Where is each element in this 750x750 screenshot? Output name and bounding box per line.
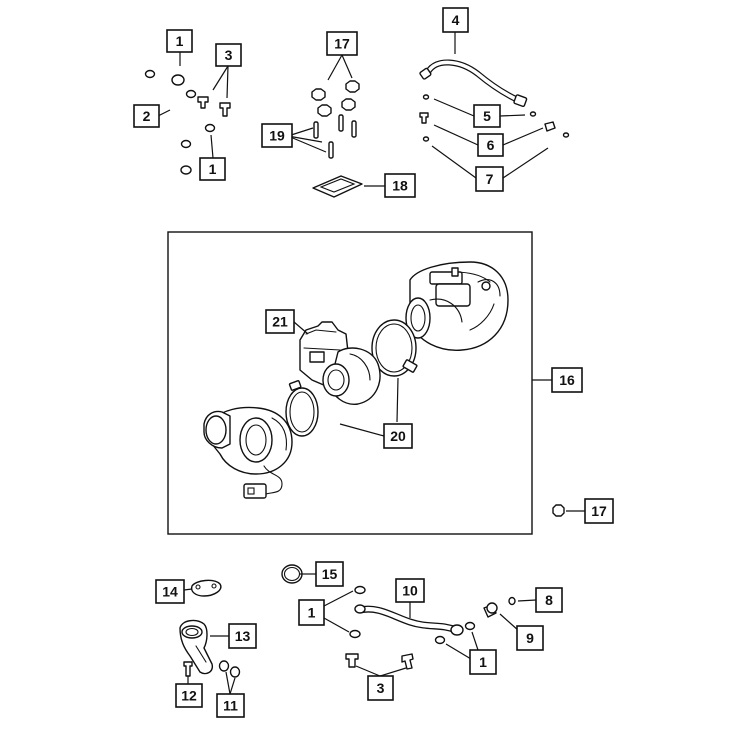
callout-13: 13 bbox=[228, 623, 257, 649]
oil-drain-group bbox=[179, 579, 241, 678]
svg-text:13: 13 bbox=[235, 628, 251, 644]
callout-5: 5 bbox=[473, 104, 501, 128]
callout-12: 12 bbox=[175, 683, 203, 708]
svg-text:1: 1 bbox=[479, 654, 487, 670]
callout-2: 2 bbox=[133, 104, 160, 128]
callout-17-top: 17 bbox=[326, 31, 358, 56]
svg-text:17: 17 bbox=[334, 36, 350, 52]
svg-text:4: 4 bbox=[452, 12, 460, 28]
leader-lines-top-left bbox=[157, 52, 229, 159]
callout-7: 7 bbox=[475, 166, 504, 192]
callout-19: 19 bbox=[261, 123, 293, 148]
callout-3-top: 3 bbox=[215, 43, 242, 67]
leader-lines-top-right bbox=[431, 32, 549, 179]
leader-lines-top-center bbox=[287, 54, 385, 187]
svg-text:17: 17 bbox=[591, 503, 607, 519]
callout-15: 15 bbox=[315, 561, 344, 587]
callout-20: 20 bbox=[383, 423, 413, 449]
callout-4: 4 bbox=[442, 7, 469, 33]
svg-text:19: 19 bbox=[269, 128, 285, 144]
svg-text:12: 12 bbox=[181, 688, 197, 704]
callout-1-top: 1 bbox=[166, 29, 193, 53]
svg-text:1: 1 bbox=[209, 161, 217, 177]
callout-1-bottom-right: 1 bbox=[469, 649, 497, 675]
callout-9: 9 bbox=[516, 625, 544, 651]
svg-text:1: 1 bbox=[308, 605, 316, 621]
leader-lines-center bbox=[293, 321, 585, 512]
svg-text:20: 20 bbox=[390, 428, 406, 444]
callout-21: 21 bbox=[265, 309, 295, 334]
svg-text:9: 9 bbox=[526, 630, 534, 646]
svg-text:5: 5 bbox=[483, 108, 491, 124]
svg-text:10: 10 bbox=[402, 583, 418, 599]
svg-text:1: 1 bbox=[176, 33, 184, 49]
callout-6: 6 bbox=[477, 133, 504, 157]
svg-text:21: 21 bbox=[272, 314, 288, 330]
callout-16: 16 bbox=[551, 367, 583, 393]
nut-17-right bbox=[552, 504, 565, 517]
oil-feed-tube-group bbox=[144, 69, 231, 175]
callout-1-left-lower: 1 bbox=[199, 157, 226, 181]
svg-text:15: 15 bbox=[322, 566, 338, 582]
svg-text:8: 8 bbox=[545, 592, 553, 608]
oil-return-tube-group bbox=[281, 564, 516, 670]
callout-3-bottom: 3 bbox=[367, 675, 394, 701]
callout-1-bottom-left: 1 bbox=[298, 599, 325, 626]
svg-text:14: 14 bbox=[162, 584, 178, 600]
callout-14: 14 bbox=[155, 579, 185, 604]
svg-text:3: 3 bbox=[377, 680, 385, 696]
svg-text:16: 16 bbox=[559, 372, 575, 388]
svg-text:18: 18 bbox=[392, 178, 408, 194]
assembly-frame bbox=[167, 231, 533, 535]
svg-text:3: 3 bbox=[225, 47, 233, 63]
turbocharger-assembly bbox=[203, 261, 509, 499]
svg-text:6: 6 bbox=[487, 137, 495, 153]
callout-10: 10 bbox=[395, 578, 425, 603]
callout-17-right: 17 bbox=[584, 498, 614, 524]
studs-nuts-gasket-group bbox=[311, 80, 363, 198]
leader-lines-bottom-left bbox=[183, 588, 236, 695]
svg-text:2: 2 bbox=[143, 108, 151, 124]
callout-18: 18 bbox=[384, 173, 416, 198]
svg-text:7: 7 bbox=[486, 171, 494, 187]
coolant-tube-group bbox=[419, 59, 570, 142]
callout-11: 11 bbox=[216, 693, 245, 718]
callout-8: 8 bbox=[535, 587, 563, 613]
svg-text:11: 11 bbox=[223, 698, 238, 714]
